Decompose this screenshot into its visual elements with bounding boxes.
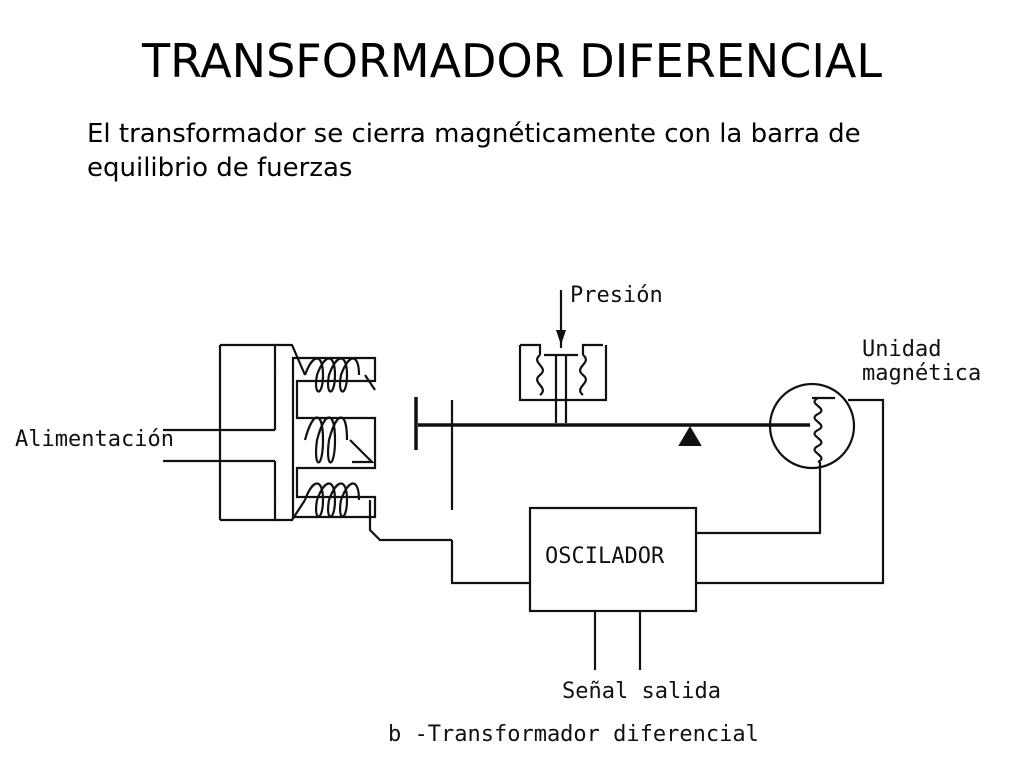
lower-coil (303, 482, 452, 542)
pressure-label: Presión (570, 283, 663, 308)
transformer-coils (303, 357, 452, 542)
force-balance-bar (414, 397, 810, 450)
pressure-arrow-icon (556, 330, 566, 345)
output-signal-label: Señal salida (562, 679, 721, 704)
transformer-core (291, 356, 377, 519)
magnetic-unit-label-line2: magnética (862, 361, 981, 386)
upper-coil (303, 357, 376, 393)
magnetic-unit-label-line1: Unidad (862, 337, 941, 362)
pressure-bellows (518, 290, 608, 423)
slide-description: El transformador se cierra magnéticament… (87, 119, 861, 183)
oscillator-label: OSCILADOR (545, 544, 665, 569)
diagram-caption: b -Transformador diferencial (388, 722, 759, 747)
oscillator-block (450, 400, 698, 670)
slide-title: TRANSFORMADOR DIFERENCIAL (142, 34, 882, 88)
power-supply-leads (163, 343, 307, 522)
center-coil (303, 416, 375, 464)
fulcrum-icon (678, 426, 702, 446)
magnetic-unit (696, 382, 885, 585)
power-supply-label: Alimentación (15, 427, 174, 452)
